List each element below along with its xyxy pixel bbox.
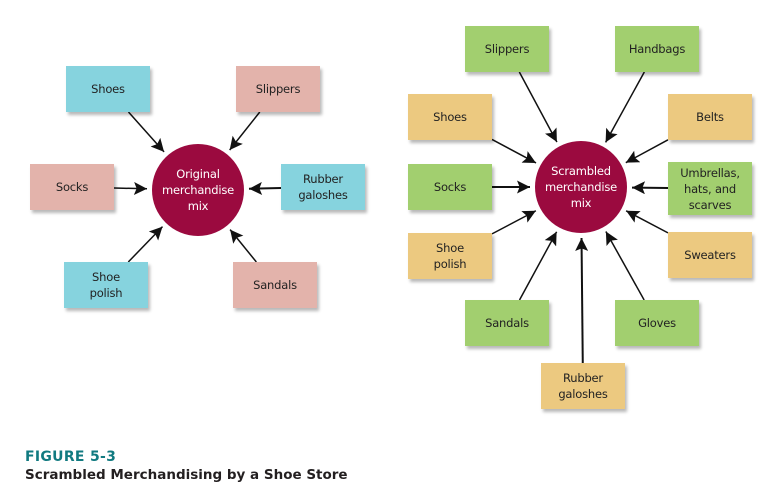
original-item-sandals: Sandals bbox=[233, 262, 317, 308]
scrambled-arrow-sandals bbox=[518, 231, 558, 301]
scrambled-arrow-handbags bbox=[604, 71, 645, 143]
original-item-socks: Socks bbox=[30, 164, 114, 210]
original-arrow-shoe-polish bbox=[127, 226, 164, 263]
scrambled-item-gloves: Gloves bbox=[615, 300, 699, 346]
original-item-shoe-polish: Shoe polish bbox=[64, 262, 148, 308]
original-arrow-slippers bbox=[229, 111, 261, 151]
original-item-shoes: Shoes bbox=[66, 66, 150, 112]
original-arrow-shoes bbox=[127, 111, 165, 153]
figure-title: Scrambled Merchandising by a Shoe Store bbox=[25, 467, 348, 483]
scrambled-mix-hub: Scrambled merchandise mix bbox=[535, 141, 627, 233]
original-arrow-sandals bbox=[229, 229, 257, 263]
original-item-slippers: Slippers bbox=[236, 66, 320, 112]
scrambled-arrow-sweaters bbox=[625, 210, 669, 234]
scrambled-arrow-gloves bbox=[605, 231, 645, 301]
scrambled-item-rubber-galoshes: Rubber galoshes bbox=[541, 363, 625, 409]
figure-number: FIGURE 5-3 bbox=[25, 449, 117, 465]
scrambled-arrow-shoe-polish bbox=[491, 210, 537, 235]
original-arrow-socks bbox=[113, 181, 148, 195]
scrambled-item-sweaters: Sweaters bbox=[668, 232, 752, 278]
scrambled-arrow-rubber-galoshes bbox=[575, 237, 589, 364]
scrambled-arrow-belts bbox=[625, 139, 669, 164]
scrambled-item-umbrellas-hats-scarves: Umbrellas, hats, and scarves bbox=[668, 162, 752, 215]
original-arrow-rubber-galoshes bbox=[248, 181, 282, 195]
scrambled-arrow-slippers bbox=[518, 71, 558, 143]
scrambled-item-sandals: Sandals bbox=[465, 300, 549, 346]
original-item-rubber-galoshes: Rubber galoshes bbox=[281, 164, 365, 210]
scrambled-item-slippers: Slippers bbox=[465, 26, 549, 72]
scrambled-item-belts: Belts bbox=[668, 94, 752, 140]
scrambled-item-socks: Socks bbox=[408, 164, 492, 210]
scrambled-arrow-shoes bbox=[491, 138, 537, 164]
scrambled-item-shoes: Shoes bbox=[408, 94, 492, 140]
scrambled-item-handbags: Handbags bbox=[615, 26, 699, 72]
scrambled-item-shoe-polish: Shoe polish bbox=[408, 233, 492, 279]
original-mix-hub: Original merchandise mix bbox=[152, 144, 244, 236]
